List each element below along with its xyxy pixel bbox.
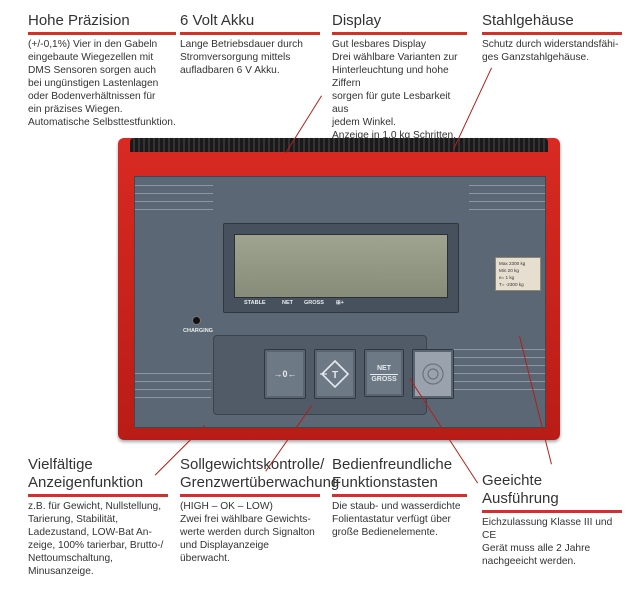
red-rule (180, 32, 320, 35)
callout-title: Bedienfreundliche Funktionstasten (332, 456, 453, 491)
indicator-stable: STABLE (244, 300, 266, 306)
callout-geeicht: Geeichte Ausführung Eichzulassung Klasse… (482, 472, 622, 568)
panel-stripe (135, 201, 213, 202)
panel-stripe (435, 357, 545, 358)
charging-label: CHARGING (183, 328, 213, 334)
red-rule (332, 32, 467, 35)
net-gross-button[interactable]: NET GROSS (364, 349, 404, 397)
panel-stripe (435, 381, 545, 382)
callout-title: Hohe Präzision (28, 12, 130, 29)
panel-stripe (135, 389, 211, 390)
callout-title: Stahlgehäuse (482, 12, 574, 29)
indicator-net: NET (282, 300, 293, 306)
panel-stripe (135, 193, 213, 194)
callout-text: Gut lesbares Display Drei wählbare Varia… (332, 39, 458, 141)
panel-stripe (469, 185, 545, 186)
indicator-gross: GROSS (304, 300, 324, 306)
charging-led (192, 316, 201, 325)
callout-text: Lange Betriebsdauer durch Stromversorgun… (180, 39, 303, 76)
panel-stripe (135, 209, 213, 210)
panel-stripe (469, 209, 545, 210)
panel-stripe (135, 373, 211, 374)
top-grip-strip (130, 138, 548, 152)
plate-line: T= -2300 kg (499, 282, 524, 287)
red-rule (28, 494, 168, 497)
callout-display: Display Gut lesbares Display Drei wählba… (332, 12, 467, 142)
lcd-display (234, 234, 448, 298)
panel-stripe (435, 373, 545, 374)
red-rule (482, 510, 622, 513)
plate-line: Min 20 kg (499, 268, 519, 273)
indicator-battery: ⊞+ (336, 300, 344, 306)
tare-icon: T (320, 359, 350, 389)
callout-text: Schutz durch widerstandsfähi- ges Ganzst… (482, 39, 619, 63)
callout-funktionstasten: Bedienfreundliche Funktionstasten Die st… (332, 456, 467, 539)
plate-line: Max 2300 kg (499, 261, 526, 266)
callout-sollgewicht: Sollgewichtskontrolle/ Grenzwertüberwach… (180, 456, 340, 565)
tare-key-label: T (332, 370, 338, 381)
power-icon (422, 363, 444, 385)
callout-title: Vielfältige Anzeigenfunktion (28, 456, 144, 491)
panel-stripe (135, 185, 213, 186)
panel-stripe (435, 349, 545, 350)
calibration-plate: Max 2300 kg Min 20 kg e= 1 kg T= -2300 k… (495, 257, 541, 291)
zero-key-label: →0← (273, 369, 297, 379)
red-rule (332, 494, 467, 497)
net-key-label: NET (377, 365, 391, 372)
panel-stripe (135, 381, 211, 382)
tare-button[interactable]: T (314, 349, 356, 399)
callout-text: (+/-0,1%) Vier in den Gabeln eingebaute … (28, 39, 176, 128)
callout-title: Display (332, 12, 382, 29)
red-rule (482, 32, 622, 35)
callout-title: Geeichte Ausführung (482, 472, 559, 507)
callout-title: Sollgewichtskontrolle/ Grenzwertüberwach… (180, 456, 340, 491)
callout-text: Die staub- und wasserdichte Folientastat… (332, 501, 461, 538)
panel-stripe (135, 397, 211, 398)
red-rule (28, 32, 176, 35)
panel-stripe (435, 365, 545, 366)
scale-indicator-device: STABLE NET GROSS ⊞+ Max 2300 kg Min 20 k… (118, 138, 560, 440)
callout-stahlgehaeuse: Stahlgehäuse Schutz durch widerstandsfäh… (482, 12, 622, 64)
callout-text: (HIGH – OK – LOW) Zwei frei wählbare Gew… (180, 501, 315, 564)
plate-line: e= 1 kg (499, 275, 515, 280)
callout-text: z.B. für Gewicht, Nullstellung, Tarierun… (28, 501, 164, 577)
callout-hohe-praezision: Hohe Präzision (+/-0,1%) Vier in den Gab… (28, 12, 176, 129)
panel-stripe (435, 389, 545, 390)
callout-text: Eichzulassung Klasse III und CE Gerät mu… (482, 517, 613, 567)
panel-stripe (469, 193, 545, 194)
display-frame: STABLE NET GROSS ⊞+ (223, 223, 459, 313)
callout-akku: 6 Volt Akku Lange Betriebsdauer durch St… (180, 12, 320, 77)
front-panel: STABLE NET GROSS ⊞+ Max 2300 kg Min 20 k… (134, 176, 546, 428)
callout-anzeigenfunktion: Vielfältige Anzeigenfunktion z.B. für Ge… (28, 456, 168, 578)
zero-button[interactable]: →0← (264, 349, 306, 399)
keypad: →0← T NET GROSS (213, 335, 454, 415)
panel-stripe (469, 201, 545, 202)
callout-title: 6 Volt Akku (180, 12, 255, 29)
red-rule (180, 494, 320, 497)
gross-key-label: GROSS (370, 374, 398, 383)
power-button[interactable] (412, 349, 454, 399)
